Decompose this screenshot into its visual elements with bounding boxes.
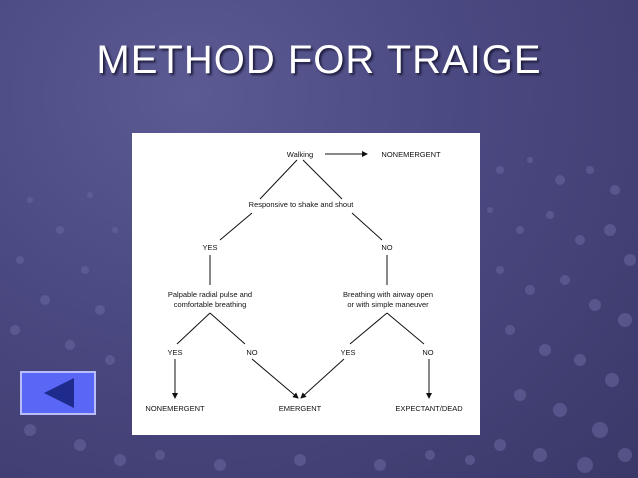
slide-title: METHOD FOR TRAIGE	[96, 38, 542, 82]
node-yes-breathing: YES	[340, 348, 355, 357]
node-nonemergent-top: NONEMERGENT	[381, 150, 441, 159]
line-walking-left	[259, 159, 298, 200]
node-walking: Walking	[287, 150, 313, 159]
line-responsive-yes	[219, 212, 253, 241]
line-palpable-yes	[176, 312, 211, 345]
flowchart-connectors	[172, 151, 432, 399]
node-no-breathing: NO	[422, 348, 433, 357]
line-responsive-no	[351, 212, 383, 241]
outcome-emergent: EMERGENT	[279, 404, 322, 413]
node-breathing-line1: Breathing with airway open	[343, 290, 433, 299]
node-responsive-question: Responsive to shake and shout	[249, 200, 355, 209]
line-walking-right	[302, 159, 343, 200]
previous-slide-button[interactable]	[20, 371, 96, 415]
line-breathing-no	[386, 312, 425, 345]
triangle-left-icon	[44, 378, 74, 408]
arrow-right-yes-to-emergent	[300, 358, 345, 399]
node-no-palpable: NO	[246, 348, 257, 357]
node-palpable-line1: Palpable radial pulse and	[168, 290, 252, 299]
node-palpable-line2: comfortable breathing	[174, 300, 247, 309]
line-breathing-yes	[349, 312, 388, 345]
node-no-responsive: NO	[381, 243, 392, 252]
arrow-left-no-to-emergent	[251, 358, 299, 399]
outcome-expectant-dead: EXPECTANT/DEAD	[395, 404, 463, 413]
node-yes-palpable: YES	[167, 348, 182, 357]
outcome-nonemergent: NONEMERGENT	[145, 404, 205, 413]
line-palpable-no	[209, 312, 246, 345]
node-yes-responsive: YES	[202, 243, 217, 252]
node-breathing-line2: or with simple maneuver	[347, 300, 429, 309]
triage-flowchart: Walking NONEMERGENT Responsive to shake …	[132, 133, 480, 435]
flowchart-canvas: Walking NONEMERGENT Responsive to shake …	[145, 150, 463, 413]
